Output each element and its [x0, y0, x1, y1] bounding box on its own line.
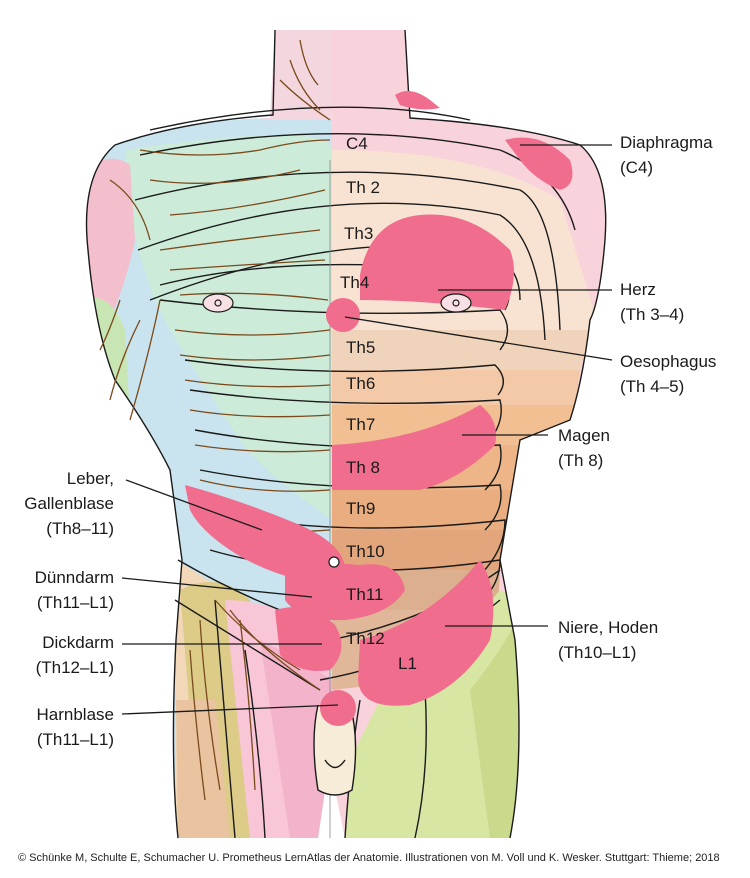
segment-th3: Th3 [344, 224, 373, 243]
oesophagus-zone [326, 298, 360, 332]
segment-th8: Th 8 [346, 458, 380, 477]
navel [328, 556, 340, 568]
segment-th10: Th10 [346, 542, 385, 561]
segment-labels: C4 Th 2 Th3 Th4 Th5 Th6 Th7 Th 8 Th9 Th1… [340, 134, 417, 673]
leber-zone [185, 485, 345, 582]
label-leber: Leber, Gallenblase (Th8–11) [24, 469, 114, 538]
label-magen: Magen (Th 8) [558, 426, 610, 470]
organ-referral-zones [185, 91, 573, 726]
segment-c4: C4 [346, 134, 368, 153]
segment-th5: Th5 [346, 338, 375, 357]
label-duenndarm: Dünndarm (Th11–L1) [34, 568, 114, 612]
label-herz: Herz (Th 3–4) [620, 280, 685, 324]
segment-th12: Th12 [346, 629, 385, 648]
dickdarm-zone [275, 607, 342, 671]
label-diaphragma: Diaphragma (C4) [620, 133, 713, 177]
duenndarm-zone [285, 563, 405, 621]
cutaneous-nerves [99, 39, 331, 801]
niere-zone [358, 560, 494, 706]
diaphragma-zone [395, 91, 440, 110]
magen-zone [332, 405, 496, 490]
label-harnblase: Harnblase (Th11–L1) [36, 705, 115, 749]
diaphragma-zone-shoulder [505, 137, 573, 190]
segment-th2: Th 2 [346, 178, 380, 197]
segment-l1: L1 [398, 654, 417, 673]
left-nipple [202, 293, 234, 313]
landmarks [202, 293, 472, 568]
segment-th7: Th7 [346, 415, 375, 434]
segment-th6: Th6 [346, 374, 375, 393]
label-dickdarm: Dickdarm (Th12–L1) [35, 633, 114, 677]
right-nipple [440, 293, 472, 313]
leader-lines [121, 144, 613, 715]
copyright-credit: © Schünke M, Schulte E, Schumacher U. Pr… [18, 852, 720, 864]
label-niere: Niere, Hoden (Th10–L1) [558, 618, 659, 662]
segment-th9: Th9 [346, 499, 375, 518]
harnblase-zone [320, 690, 356, 726]
segment-th4: Th4 [340, 273, 369, 292]
label-oesophagus: Oesophagus (Th 4–5) [620, 352, 717, 396]
segment-th11: Th11 [346, 585, 384, 604]
herz-zone [360, 214, 514, 310]
